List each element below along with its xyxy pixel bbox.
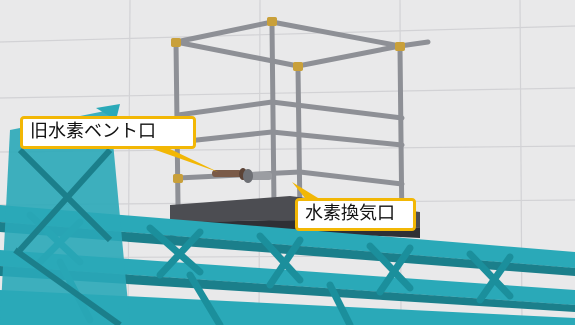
callout-leaders — [150, 148, 318, 198]
old-hydrogen-vent-label: 旧水素ベント口 — [20, 116, 196, 149]
hydrogen-ventilation-port-label: 水素換気口 — [295, 198, 416, 231]
scaffold-clamps — [171, 17, 405, 183]
crane-boom — [0, 104, 575, 325]
vent-pipe — [243, 169, 272, 183]
